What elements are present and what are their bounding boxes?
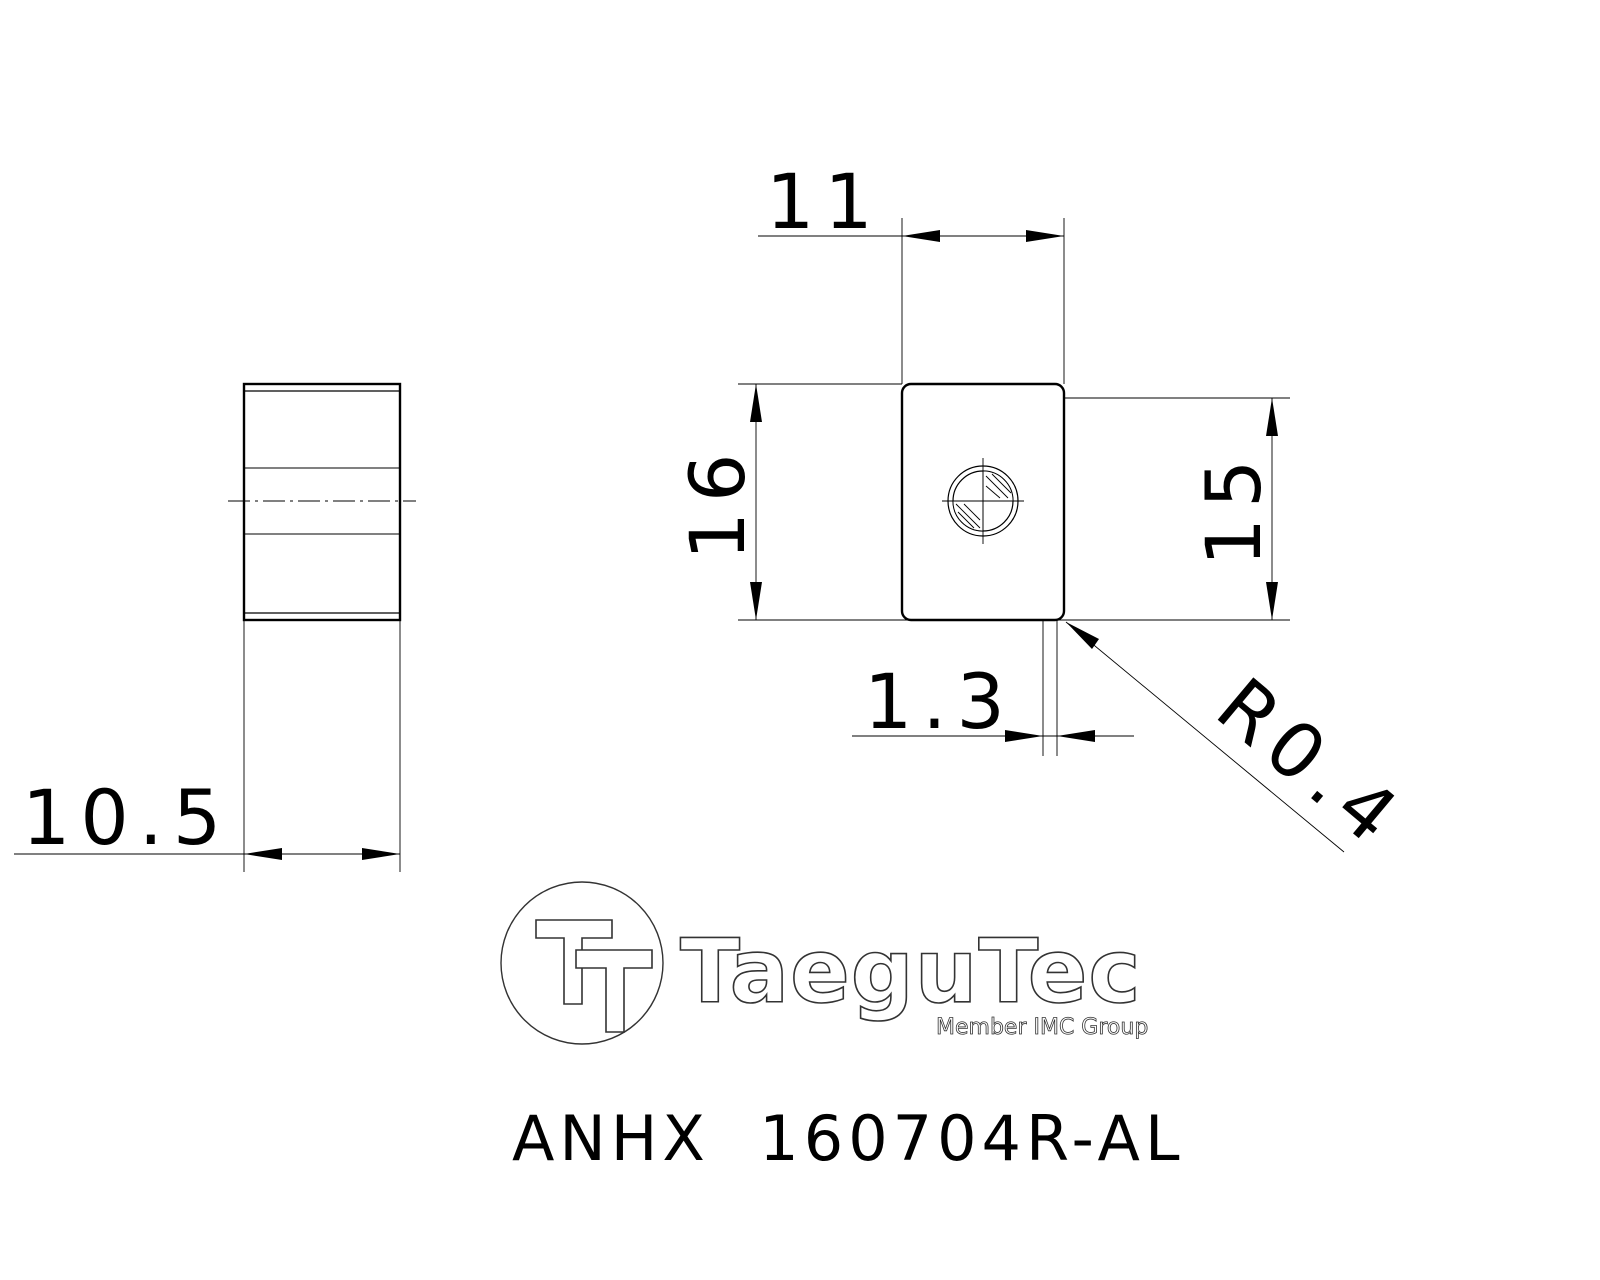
- length-inner-arrow-bottom: [1266, 582, 1278, 620]
- screw-hole-hatch-q1: [982, 470, 1014, 502]
- radius-leader: [1065, 621, 1345, 853]
- part-number: ANHX 160704R-AL: [512, 1102, 1185, 1175]
- logo-tagline: Member IMC Group: [936, 1015, 1148, 1040]
- length-arrow-bottom: [750, 582, 762, 620]
- length-inner-arrow-top: [1266, 398, 1278, 436]
- dim-length-inner: 15: [1189, 450, 1278, 567]
- top-view: 11 16 15 1.3 R0.4: [673, 157, 1421, 866]
- logo-circle: [500, 881, 664, 1045]
- logo-letter-t2: [575, 949, 653, 1033]
- brand-logo: TaeguTec Member IMC Group: [500, 881, 1149, 1045]
- dim-width: 11: [766, 157, 883, 246]
- logo-letter-t1: [535, 919, 613, 1005]
- screw-hole: [942, 458, 1024, 544]
- side-view-outline: [242, 382, 402, 622]
- dim-thickness: 10.5: [22, 773, 231, 862]
- tt-logo-mark: [500, 881, 664, 1045]
- side-view: 10.5: [14, 382, 416, 872]
- land-arrow-right: [1057, 730, 1095, 742]
- logo-brand-name: TaeguTec: [680, 920, 1142, 1023]
- side-dim-arrow-right: [362, 848, 400, 860]
- dim-length: 16: [673, 444, 762, 561]
- land-arrow-left: [1005, 730, 1043, 742]
- dim-land: 1.3: [864, 657, 1015, 746]
- width-arrow-left: [902, 230, 940, 242]
- radius-arrow: [1066, 622, 1099, 649]
- width-arrow-right: [1026, 230, 1064, 242]
- dim-corner-radius: R0.4: [1200, 661, 1421, 867]
- screw-hole-hatch-lines: [955, 473, 1012, 529]
- length-arrow-top: [750, 384, 762, 422]
- side-dim-arrow-left: [244, 848, 282, 860]
